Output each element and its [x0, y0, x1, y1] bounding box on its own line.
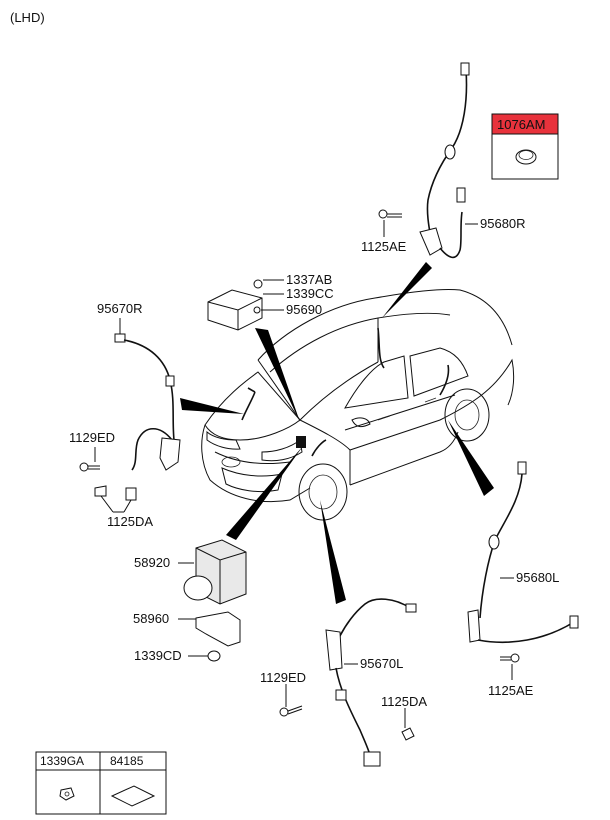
pointer-rear-right [382, 262, 432, 318]
rear-wheel [444, 388, 490, 442]
legend-table-frame [35, 751, 167, 815]
connector-icon [114, 333, 126, 343]
pointer-front-right [180, 398, 244, 414]
label-95690: 95690 [286, 302, 322, 317]
label-1129ED-bottom: 1129ED [260, 670, 306, 685]
front-right-sensor-group: 95670R 1129ED 1125DA [69, 301, 181, 529]
rear-wire-harness [377, 327, 385, 369]
legend-col-84185: 84185 [110, 754, 144, 768]
abs-module-location [296, 436, 306, 448]
label-1339CC: 1339CC [286, 286, 334, 301]
label-1125AE-bottom: 1125AE [488, 683, 534, 698]
pad-icon [110, 785, 156, 807]
label-1339CD: 1339CD [134, 648, 182, 663]
bolt-icon [378, 209, 402, 219]
emblem-icon [221, 456, 241, 468]
front-left-sensor-group: 95670L 1129ED 1125DA [260, 598, 427, 767]
bolt-icon [79, 462, 100, 472]
pointer-rear-left [448, 420, 494, 496]
clip-icon [59, 787, 75, 801]
label-1125DA-bottom: 1125DA [381, 694, 427, 709]
legend-col-1339GA: 1339GA [40, 754, 84, 768]
label-1125AE-top: 1125AE [361, 239, 407, 254]
label-58920: 58920 [134, 555, 170, 570]
connector-icon [460, 62, 470, 76]
nut-icon [207, 650, 221, 662]
rear-left-sensor-group: 95680L 1125AE [467, 461, 579, 698]
front-left-harness [311, 439, 327, 457]
pointer-arrows [180, 262, 494, 604]
connector-icon [517, 461, 527, 475]
label-58960: 58960 [133, 611, 169, 626]
connector-icon [405, 603, 417, 613]
label-95680L: 95680L [516, 570, 559, 585]
rear-right-sensor-group: 95680R 1125AE [361, 62, 526, 259]
label-95670R: 95670R [97, 301, 143, 316]
pointer-abs [226, 446, 303, 540]
bracket-icon [195, 611, 241, 647]
car-illustration [201, 288, 515, 521]
bolt-icon [279, 705, 303, 717]
legend-table: 1339GA 84185 [35, 751, 167, 815]
control-unit-group: 1337AB 1339CC 95690 [207, 272, 334, 331]
plug-cap-icon [515, 149, 537, 165]
label-1337AB: 1337AB [286, 272, 332, 287]
pointer-front-left [320, 500, 346, 604]
label-1125DA-left: 1125DA [107, 514, 153, 529]
label-95670L: 95670L [360, 656, 403, 671]
variant-label: (LHD) [10, 10, 45, 25]
bolt-icon [500, 653, 520, 663]
abs-modulator-group: 58920 58960 1339CD [133, 539, 247, 663]
abs-motor-icon [183, 575, 213, 601]
label-1129ED-left: 1129ED [69, 430, 115, 445]
part-box-1076AM: 1076AM [491, 113, 559, 180]
nut-icon [253, 279, 263, 289]
front-wheel [298, 463, 348, 521]
rear-left-harness [439, 364, 450, 396]
front-right-harness [241, 387, 256, 421]
clip-icon [401, 727, 415, 741]
label-95680R: 95680R [480, 216, 526, 231]
label-1076AM: 1076AM [497, 117, 545, 132]
pointer-control-unit [255, 328, 300, 422]
control-unit-icon [207, 289, 263, 331]
